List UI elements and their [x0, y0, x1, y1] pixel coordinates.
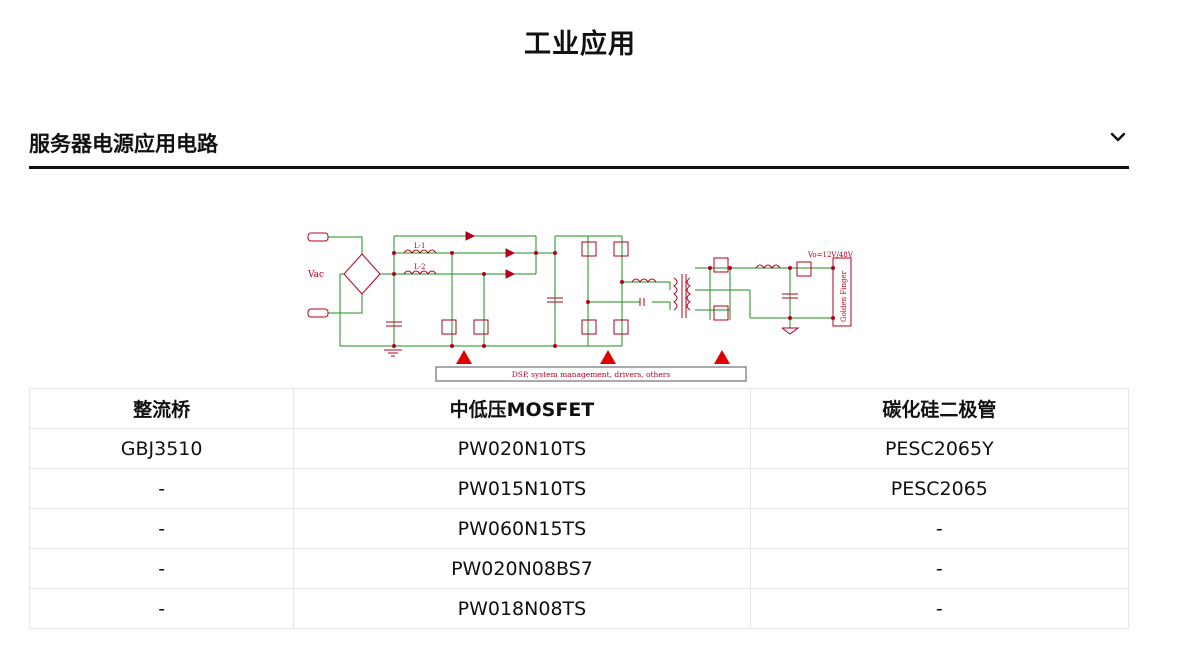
table-cell: - [28, 548, 295, 589]
table-cell: PW060N15TS [293, 508, 751, 549]
page-title: 工业应用 [524, 29, 636, 60]
vac-label: Vac [307, 270, 324, 280]
column-header: 碳化硅二极管 [749, 388, 1130, 429]
table-cell: GBJ3510 [28, 428, 295, 469]
table-cell: PW020N10TS [293, 428, 751, 469]
table-cell: PW020N08BS7 [293, 548, 751, 589]
table-header-row: 整流桥 中低压MOSFET 碳化硅二极管 [28, 388, 1130, 429]
table-cell: - [749, 588, 1130, 629]
golden-finger-label: Golden Finger [840, 270, 848, 322]
table-row: GBJ3510 PW020N10TS PESC2065Y [28, 428, 1130, 469]
table-cell: - [749, 508, 1130, 549]
table-row: - PW060N15TS - [28, 508, 1130, 549]
table-cell: PESC2065Y [749, 428, 1130, 469]
section-accordion-header[interactable]: 服务器电源应用电路 [29, 118, 1129, 169]
output-voltage-label: Vo=12V/48V [807, 251, 854, 259]
inductor-l1-label: L-1 [414, 242, 425, 250]
section-title: 服务器电源应用电路 [29, 132, 218, 156]
table-row: - PW020N08BS7 - [28, 548, 1130, 589]
table-cell: - [28, 588, 295, 629]
table-cell: - [28, 508, 295, 549]
chevron-down-icon[interactable] [1107, 126, 1129, 148]
table-row: - PW018N08TS - [28, 588, 1130, 629]
table-row: - PW015N10TS PESC2065 [28, 468, 1130, 509]
table-cell: - [749, 548, 1130, 589]
table-cell: PW015N10TS [293, 468, 751, 509]
column-header: 整流桥 [28, 388, 295, 429]
product-table: 整流桥 中低压MOSFET 碳化硅二极管 GBJ3510 PW020N10TS … [28, 388, 1130, 629]
table-cell: PESC2065 [749, 468, 1130, 509]
table-cell: - [28, 468, 295, 509]
controller-box-label: DSP, system management, drivers, others [512, 370, 671, 379]
inductor-l2-label: L-2 [414, 263, 425, 271]
server-power-circuit-diagram: Vac L-1 L-2 Vo=12V/48V Golden Finger DSP… [307, 231, 854, 382]
table-cell: PW018N08TS [293, 588, 751, 629]
column-header: 中低压MOSFET [293, 388, 751, 429]
